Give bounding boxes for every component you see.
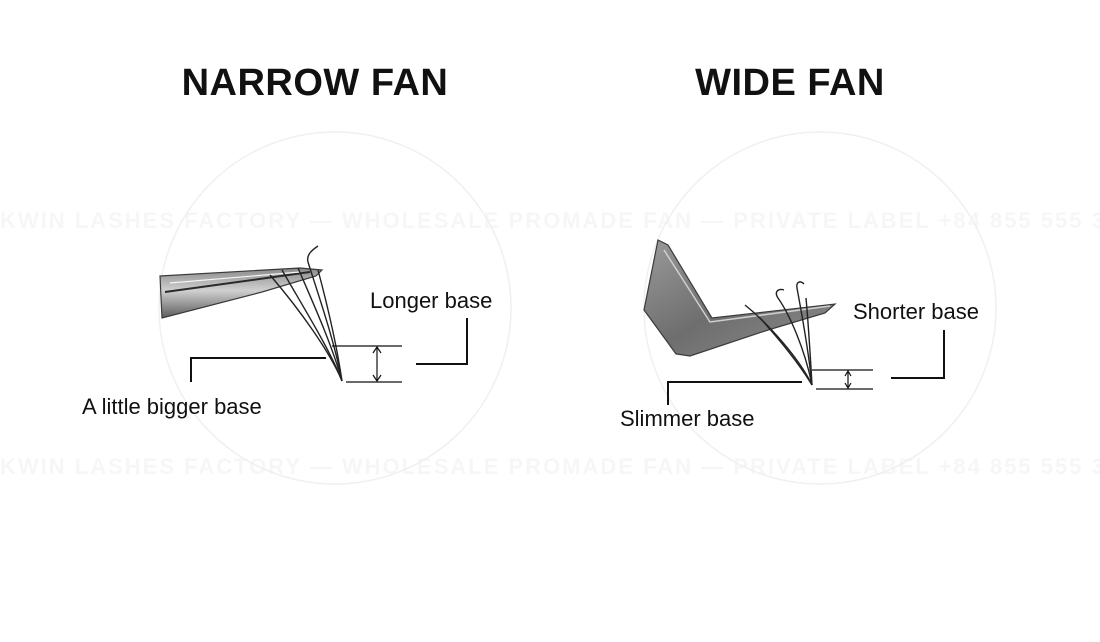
narrow-lash-fibers [269,245,343,382]
longer-base-label: Longer base [370,288,493,313]
narrow-measure-lines [332,345,402,383]
narrow-fan-circle [158,131,512,485]
longer-base-leader [416,318,468,365]
shorter-base-leader [891,330,945,379]
slimmer-base-label: Slimmer base [620,406,755,431]
wide-lash-fibers [744,281,813,386]
wide-fan-illustration [643,239,945,405]
wide-fan-title: WIDE FAN [695,62,885,104]
shorter-base-label: Shorter base [853,299,979,324]
wide-tweezer [643,239,837,357]
bigger-base-leader [190,357,326,382]
wide-measure-lines [812,369,873,390]
slimmer-base-leader [667,381,802,405]
narrow-fan-title: NARROW FAN [181,62,449,104]
bigger-base-label: A little bigger base [82,394,262,419]
narrow-fan-illustration [159,245,468,383]
